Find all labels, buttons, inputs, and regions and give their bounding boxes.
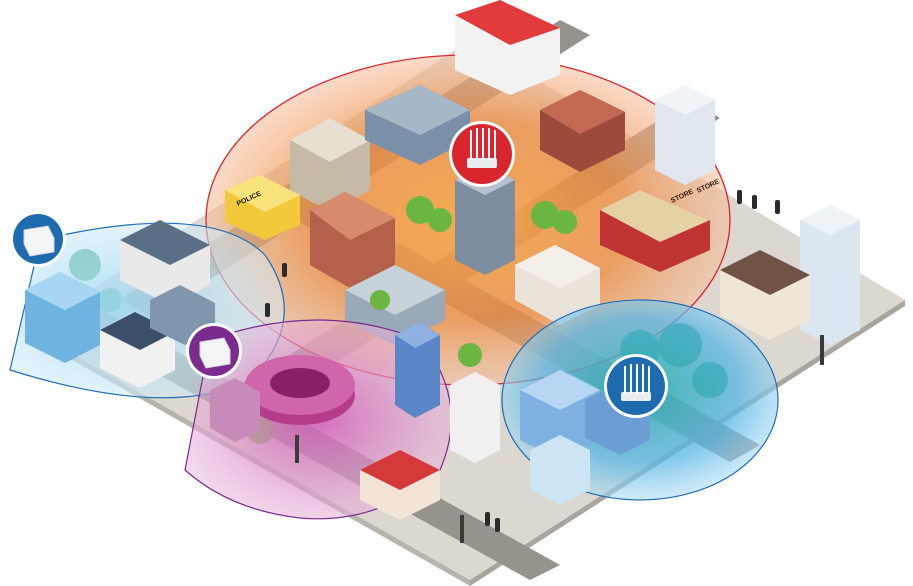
pedestrians [265, 190, 780, 532]
traffic-lights [295, 335, 824, 543]
buildings-right [520, 370, 650, 505]
dome-ap-icon [23, 225, 55, 257]
dome-ap-icon [199, 337, 231, 369]
red-sector-antenna-badge[interactable] [449, 121, 515, 187]
stadium [245, 355, 355, 425]
multi-antenna-ap-icon [467, 128, 497, 168]
purple-ap-badge[interactable] [186, 323, 242, 379]
buildings-outside [450, 85, 860, 463]
blue-left-ap-badge[interactable] [10, 211, 66, 267]
multi-antenna-ap-icon [621, 364, 651, 401]
buildings-center [225, 0, 710, 345]
buildings-left [25, 220, 215, 388]
blue-right-antenna-badge[interactable] [604, 354, 668, 418]
buildings-purple [210, 322, 440, 520]
